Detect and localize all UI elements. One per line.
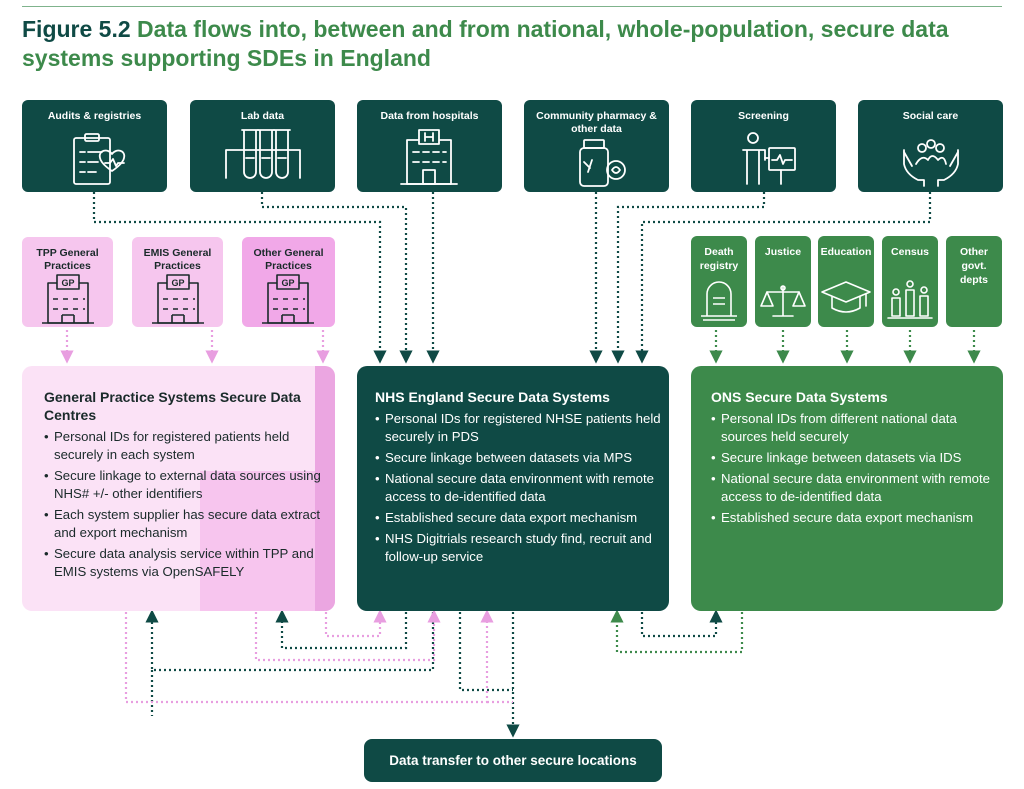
panel-bullets: Personal IDs for registered patients hel…: [44, 428, 324, 581]
flow-nhs-to-gp-inner: [275, 609, 408, 650]
flow-ons-to-nhs: [610, 609, 744, 654]
figure-title: Figure 5.2 Data flows into, between and …: [22, 15, 1012, 73]
gp-building-icon: GP: [42, 274, 94, 324]
source-hospitals: Data from hospitals: [357, 100, 502, 192]
panel-bullets: Personal IDs from different national dat…: [711, 410, 1001, 527]
source-label: Lab data: [240, 110, 285, 122]
pill-bottle-icon: [579, 139, 626, 187]
national-label: Education: [820, 246, 872, 258]
ons-panel-content: ONS Secure Data Systems Personal IDs fro…: [711, 388, 1001, 530]
panel-bullet: National secure data environment with re…: [711, 470, 1001, 506]
national-label: Death registry: [699, 246, 739, 272]
nhs-panel-content: NHS England Secure Data Systems Personal…: [375, 388, 665, 569]
svg-text:GP: GP: [281, 278, 294, 288]
source-label: Community pharmacy & other data: [536, 110, 657, 135]
panel-bullet: Each system supplier has secure data ext…: [44, 506, 324, 542]
panel-bullet: Secure data analysis service within TPP …: [44, 545, 324, 581]
hands-people-icon: [903, 139, 959, 187]
practice-emis: EMIS General Practices GP: [132, 237, 223, 327]
source-label: Audits & registries: [47, 110, 142, 122]
practice-label: EMIS General Practices: [143, 247, 212, 272]
flow-screening-to-nhs: [611, 192, 766, 364]
national-label: Census: [891, 246, 929, 258]
practice-other: Other General Practices GP: [242, 237, 335, 327]
panel-title: General Practice Systems Secure Data Cen…: [44, 389, 301, 423]
flow-nhs-to-gp-outer: [145, 609, 435, 672]
source-label: Screening: [738, 110, 789, 122]
panel-bullet: National secure data environment with re…: [375, 470, 665, 506]
top-rule: [22, 6, 1002, 7]
scales-icon: [760, 285, 806, 317]
census-people-icon: [887, 280, 933, 319]
gp-building-icon: GP: [152, 274, 204, 324]
svg-text:GP: GP: [171, 278, 184, 288]
flow-nhs-join-transfer: [458, 612, 513, 692]
national-justice: Justice: [755, 236, 811, 327]
svg-text:GP: GP: [61, 278, 74, 288]
panel-bullet: Personal IDs for registered NHSE patient…: [375, 410, 665, 446]
flow-lab-to-nhs: [260, 192, 413, 364]
panel-bullet: Established secure data export mechanism: [375, 509, 665, 527]
national-census: Census: [882, 236, 938, 327]
source-lab-data: Lab data: [190, 100, 335, 192]
test-tubes-icon: [225, 129, 301, 179]
ons-panel: ONS Secure Data Systems Personal IDs fro…: [691, 366, 1003, 611]
flow-gp-to-nhs-2: [254, 609, 441, 662]
panel-bullet: Personal IDs from different national dat…: [711, 410, 1001, 446]
gp-systems-panel: General Practice Systems Secure Data Cen…: [22, 366, 335, 611]
national-education: Education: [818, 236, 874, 327]
practice-label: TPP General Practices: [36, 247, 99, 272]
panel-bullet: Secure linkage to external data sources …: [44, 467, 324, 503]
flow-social-to-nhs: [635, 192, 932, 364]
source-community-pharmacy: Community pharmacy & other data: [524, 100, 669, 192]
source-social-care: Social care: [858, 100, 1003, 192]
flow-gp-to-nhs-1: [324, 609, 387, 638]
source-screening: Screening: [691, 100, 836, 192]
figure-title-text: Data flows into, between and from nation…: [22, 16, 949, 71]
national-label: Other govt. depts: [959, 246, 988, 286]
gravestone-icon: [701, 281, 737, 321]
nhs-england-panel: NHS England Secure Data Systems Personal…: [357, 366, 669, 611]
graduation-cap-icon: [821, 281, 871, 313]
panel-bullet: NHS Digitrials research study find, recr…: [375, 530, 665, 566]
national-other-govt-depts: Other govt. depts: [946, 236, 1002, 327]
panel-bullets: Personal IDs for registered NHSE patient…: [375, 410, 665, 566]
flow-gp-to-nhs-3: [124, 609, 494, 704]
practice-label: Other General Practices: [253, 247, 324, 272]
gp-building-icon: GP: [262, 274, 314, 324]
panel-title: NHS England Secure Data Systems: [375, 389, 610, 405]
panel-bullet: Established secure data export mechanism: [711, 509, 1001, 527]
panel-bullet: Secure linkage between datasets via IDS: [711, 449, 1001, 467]
flow-nhs-to-ons: [640, 609, 723, 638]
national-label: Justice: [764, 246, 802, 258]
flow-audits-to-nhs: [92, 192, 387, 364]
hospital-icon: [400, 129, 458, 185]
source-audits-registries: Audits & registries: [22, 100, 167, 192]
gp-panel-content: General Practice Systems Secure Data Cen…: [44, 388, 324, 584]
source-label: Social care: [902, 110, 959, 122]
clipboard-heart-icon: [73, 133, 126, 185]
panel-title: ONS Secure Data Systems: [711, 389, 888, 405]
practice-tpp: TPP General Practices GP: [22, 237, 113, 327]
source-label: Data from hospitals: [380, 110, 479, 122]
figure-number: Figure 5.2: [22, 16, 131, 42]
data-transfer-box: Data transfer to other secure locations: [364, 739, 662, 782]
screening-icon: [742, 132, 796, 185]
panel-bullet: Secure linkage between datasets via MPS: [375, 449, 665, 467]
panel-bullet: Personal IDs for registered patients hel…: [44, 428, 324, 464]
national-death-registry: Death registry: [691, 236, 747, 327]
